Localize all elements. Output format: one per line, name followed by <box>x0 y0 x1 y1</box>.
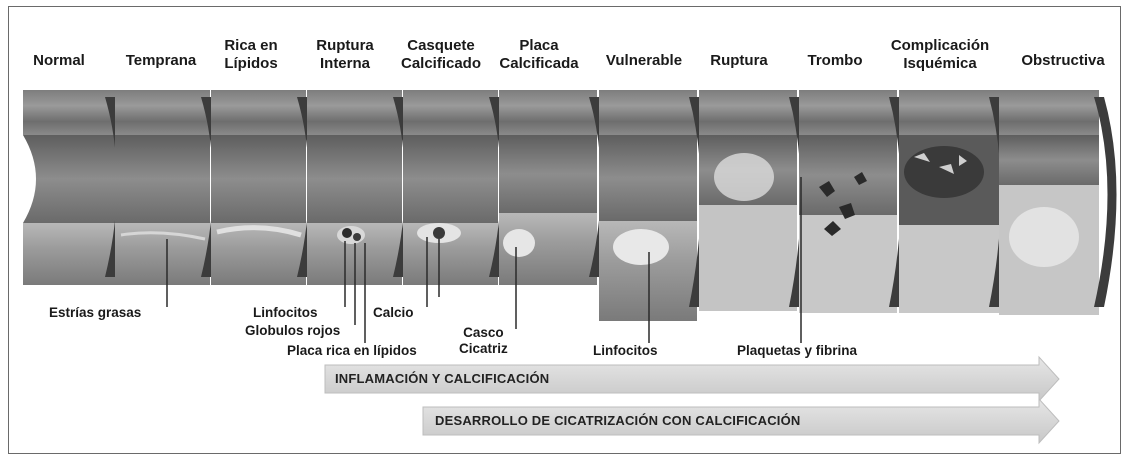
annotation-globulos-rojos: Globulos rojos <box>245 323 341 338</box>
stage-label-normal: Normal <box>33 52 85 69</box>
segment-ruptura <box>699 90 811 311</box>
segment-normal <box>23 90 127 285</box>
annotation-estrias-grasas: Estrías grasas <box>49 305 142 320</box>
segment-obstructiva <box>999 90 1117 315</box>
annotation-placa-rica-lipidos: Placa rica en lípidos <box>287 343 417 358</box>
segment-complicacion-isquemica <box>899 90 1011 313</box>
annotation-calcio: Calcio <box>373 305 414 320</box>
segment-casquete-calcificado <box>403 90 511 285</box>
arrow-label-desarrollo: DESARROLLO DE CICATRIZACIÓN CON CALCIFIC… <box>435 413 801 428</box>
stage-label-obstructiva: Obstructiva <box>1021 52 1105 69</box>
stage-label-placa-calcificada: Placa Calcificada <box>499 37 579 72</box>
segment-temprana <box>115 90 223 285</box>
stage-label-temprana: Temprana <box>125 52 197 69</box>
arrow-desarrollo <box>422 397 1060 445</box>
stage-label-rica-lipidos: Rica en Lípidos <box>224 37 278 72</box>
figure-frame: Normal Temprana Rica en Lípidos Ruptura … <box>8 6 1121 454</box>
stage-label-ruptura: Ruptura <box>710 52 768 69</box>
annotation-casco-cicatriz: Casco Cicatriz <box>459 325 508 356</box>
segment-trombo <box>799 90 911 313</box>
pointer-lines <box>166 177 802 343</box>
arrow-inflamacion <box>324 355 1060 403</box>
stage-label-vulnerable: Vulnerable <box>605 52 683 69</box>
arrow-label-inflamacion: INFLAMACIÓN Y CALCIFICACIÓN <box>335 371 550 386</box>
artery-illustration <box>23 90 1117 445</box>
stage-label-complicacion-isquemica: Complicación Isquémica <box>890 37 990 72</box>
segment-ruptura-interna <box>307 90 415 285</box>
segment-rica-lipidos <box>211 90 319 285</box>
annotation-linfocitos: Linfocitos <box>253 305 318 320</box>
stage-label-ruptura-interna: Ruptura Interna <box>316 37 374 72</box>
annotation-plaquetas-fibrina: Plaquetas y fibrina <box>737 343 858 358</box>
segment-vulnerable <box>599 90 711 321</box>
annotation-linfocitos-vulnerable: Linfocitos <box>593 343 658 358</box>
stage-label-casquete-calcificado: Casquete Calcificado <box>400 37 482 72</box>
stage-label-trombo: Trombo <box>807 52 863 69</box>
